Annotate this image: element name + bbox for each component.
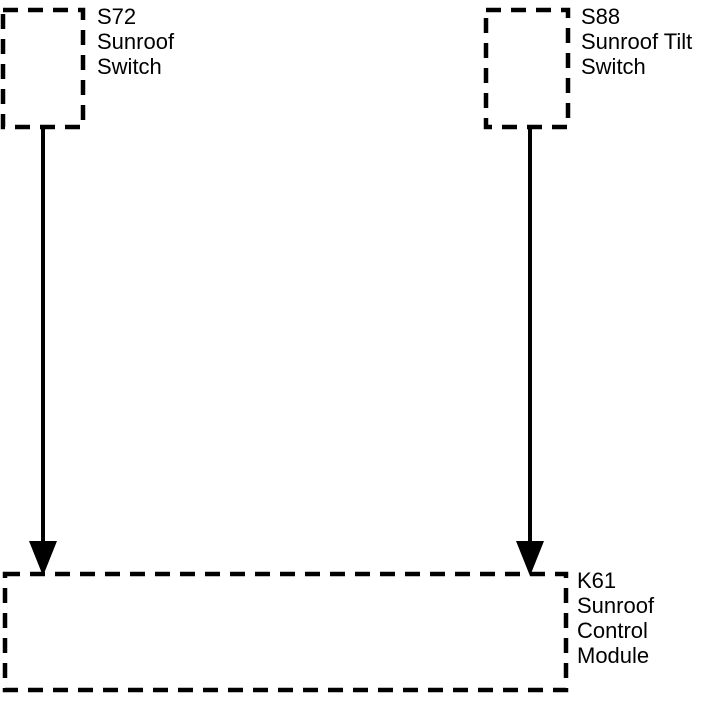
s88-label: S88 Sunroof Tilt Switch xyxy=(581,4,692,79)
k61-component-box xyxy=(2,571,569,693)
k61-name-line-3: Module xyxy=(577,643,650,668)
s88-component-box xyxy=(483,7,571,130)
s88-id: S88 xyxy=(581,4,621,29)
s72-to-k61-arrowhead xyxy=(29,541,57,576)
s88-to-k61-arrowhead xyxy=(516,541,544,576)
k61-name-line-1: Sunroof xyxy=(577,593,655,618)
s72-label: S72 Sunroof Switch xyxy=(97,4,174,79)
s88-name-line-2: Switch xyxy=(581,54,646,79)
s72-name-line-1: Sunroof xyxy=(97,29,175,54)
k61-id: K61 xyxy=(577,568,617,593)
s72-id: S72 xyxy=(97,4,137,29)
k61-label: K61 Sunroof Control Module xyxy=(577,568,654,668)
s72-name-line-2: Switch xyxy=(97,54,162,79)
k61-name-line-2: Control xyxy=(577,618,648,643)
s72-component-box xyxy=(0,7,86,130)
s88-name-line-1: Sunroof Tilt xyxy=(581,29,693,54)
